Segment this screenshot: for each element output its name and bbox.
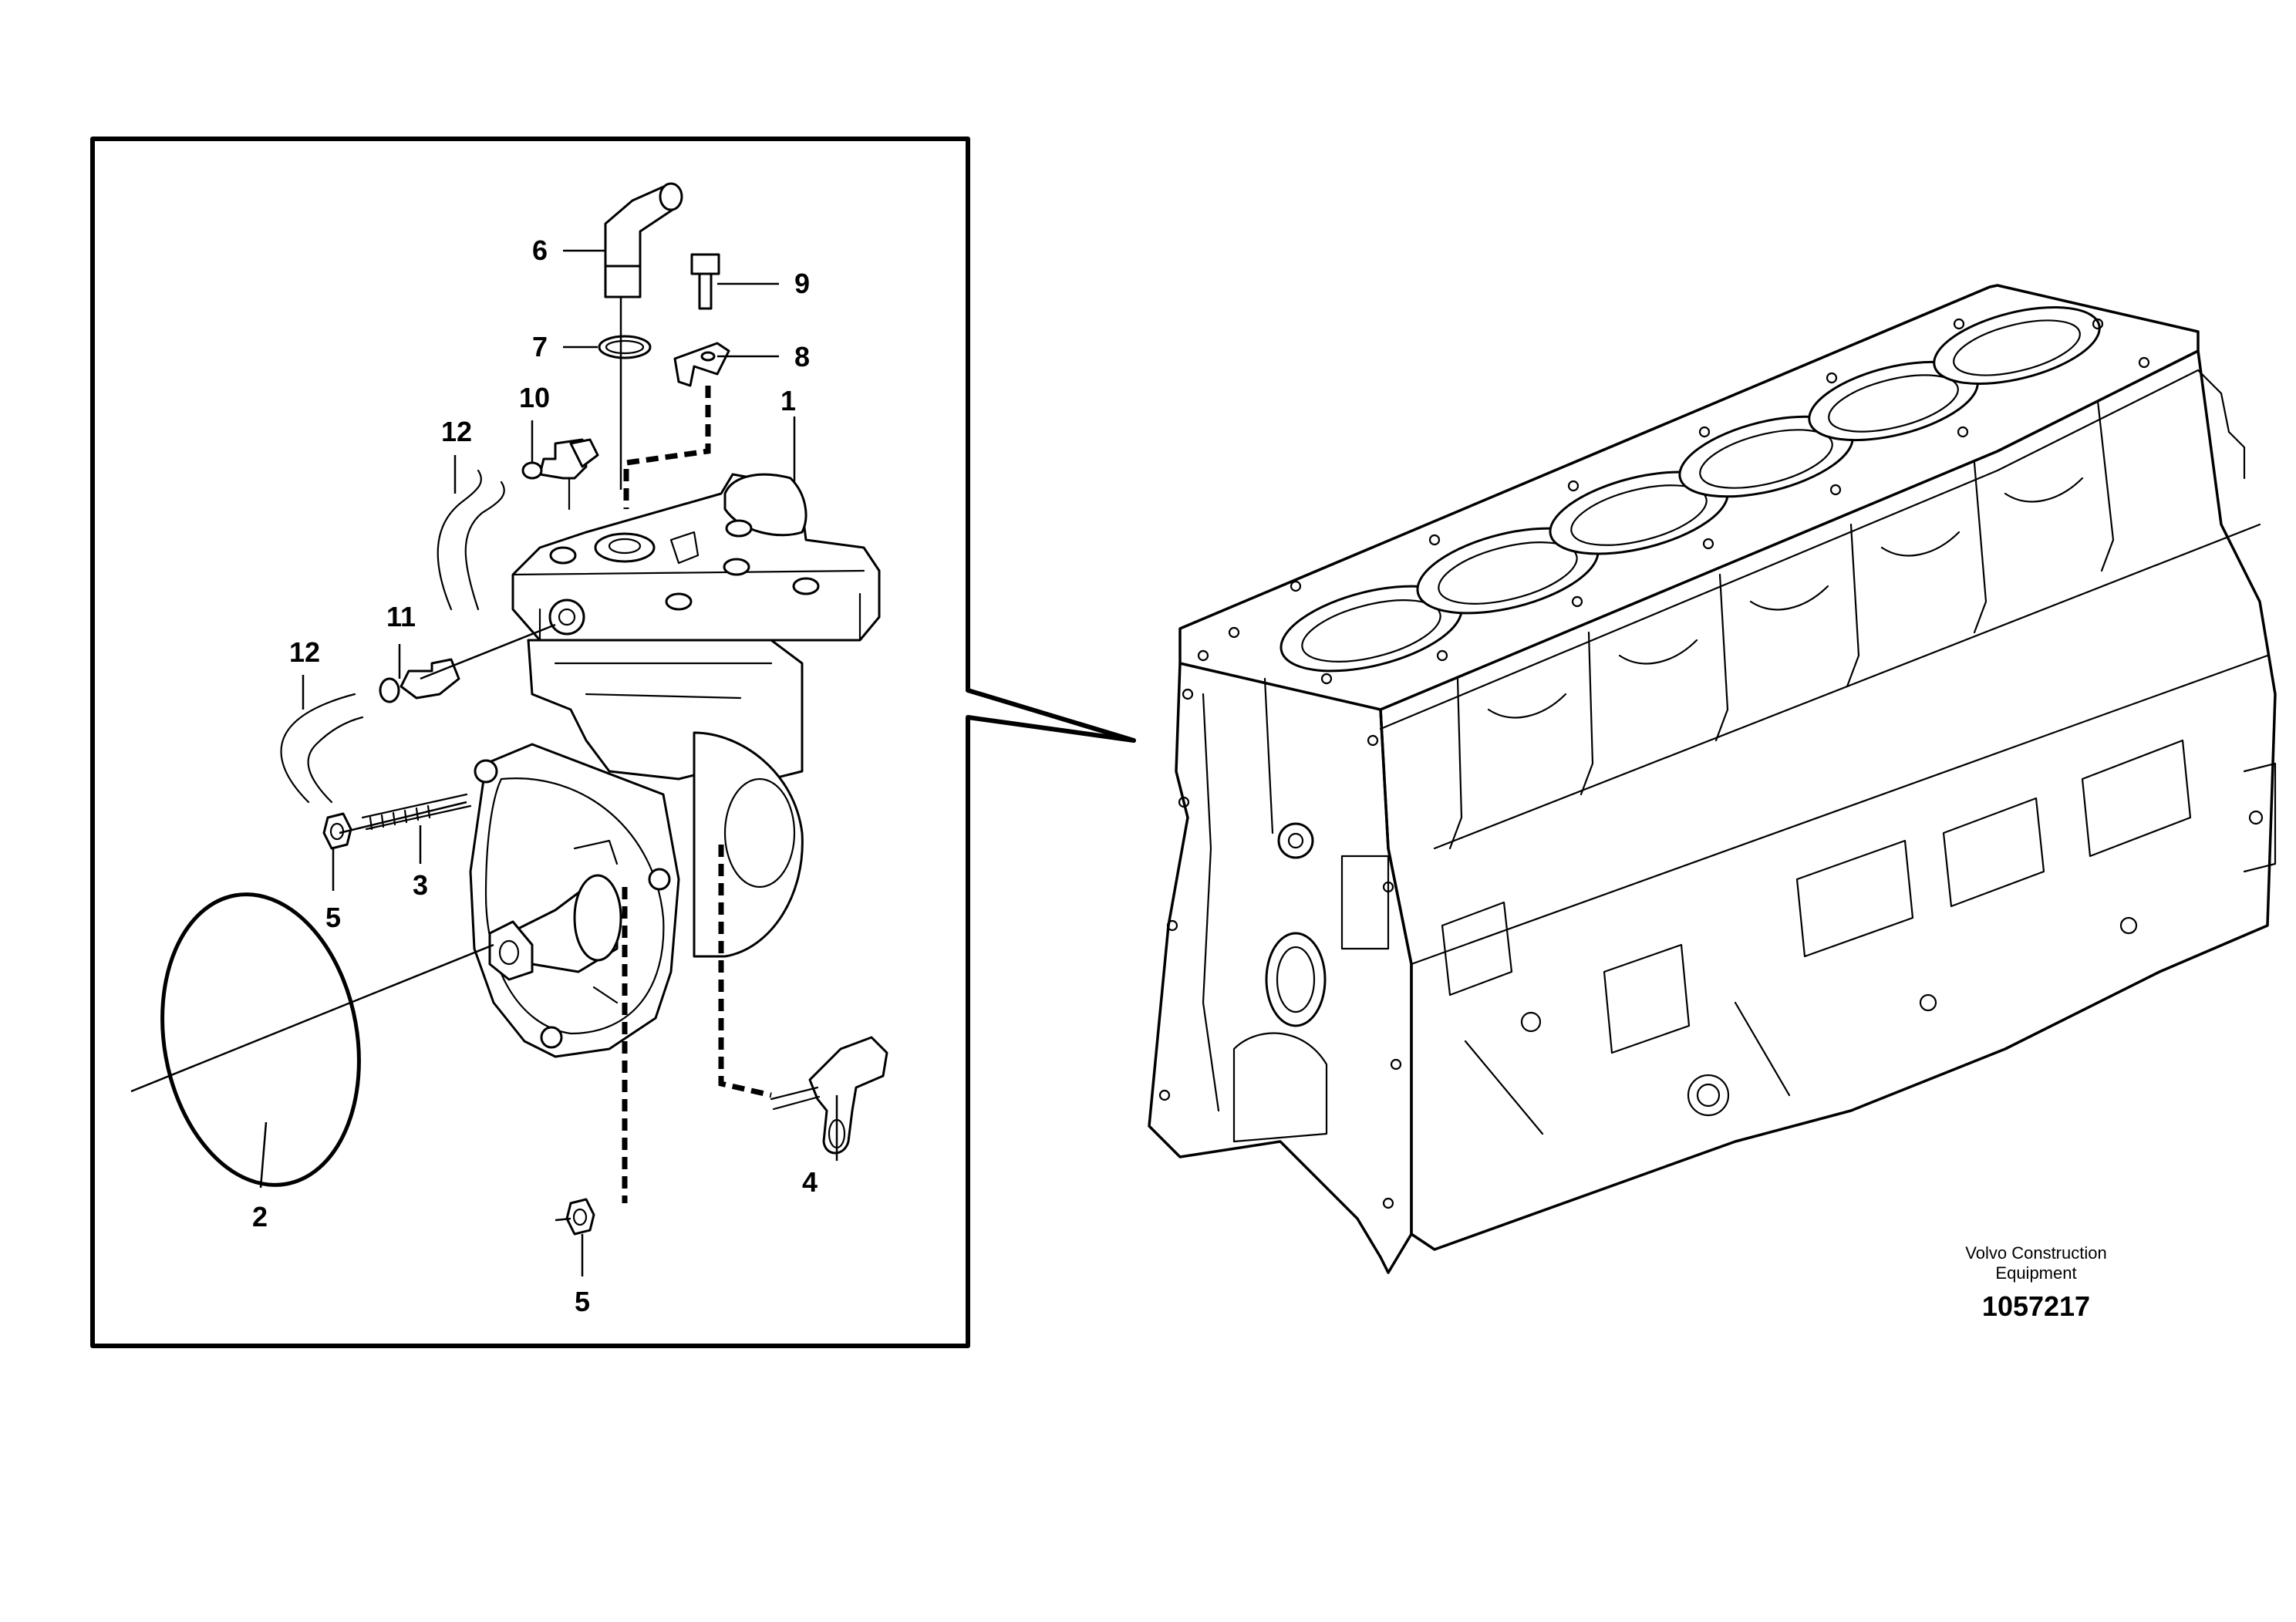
callout-12-upper: 12: [441, 416, 472, 447]
side-ribs: [1448, 400, 2115, 850]
callout-leaders: [259, 249, 838, 1276]
callout-labels: 1 2 3 4 5 5 6 7 8 9 10 11 12 12: [252, 234, 818, 1317]
nut-5-lower: [565, 1198, 595, 1236]
rear-end-details: [2197, 369, 2277, 873]
deck-bolt-holes: [1197, 318, 2150, 685]
callout-10: 10: [519, 382, 550, 413]
coolant-elbow-fitting: [604, 182, 683, 298]
company-name-line1: Volvo Construction: [1965, 1243, 2106, 1263]
elbow-connector-10: [521, 438, 599, 511]
callout-2: 2: [252, 1201, 268, 1233]
hose-12-lower: [280, 693, 364, 804]
callout-7: 7: [532, 331, 548, 363]
callout-6: 6: [532, 234, 548, 266]
assembly-lines: [130, 297, 772, 1222]
nipple-11: [379, 658, 460, 703]
callout-3: 3: [413, 869, 428, 901]
nut-5-upper: [322, 812, 352, 850]
lower-side-details: [1441, 739, 2192, 1135]
stud-3: [361, 793, 472, 831]
callout-1: 1: [781, 385, 796, 416]
company-name-line2: Equipment: [1995, 1263, 2076, 1283]
callout-5-lower: 5: [575, 1286, 590, 1317]
callout-4: 4: [802, 1166, 818, 1198]
callout-8: 8: [794, 341, 810, 373]
document-number: 1057217: [1982, 1290, 2090, 1322]
air-compressor: [469, 473, 881, 1058]
bracket-4: [770, 1036, 888, 1155]
front-face-details: [1158, 677, 1402, 1209]
engine-block: [1148, 284, 2277, 1274]
cylinder-bores: [1279, 306, 2101, 673]
detail-frame: [90, 137, 1136, 1348]
callout-11: 11: [386, 601, 416, 632]
callout-5-upper: 5: [325, 902, 341, 933]
o-ring-2: [160, 892, 361, 1187]
o-ring-7: [598, 335, 652, 359]
clamp-8: [673, 342, 730, 387]
callout-12-lower: 12: [289, 636, 320, 668]
callout-9: 9: [794, 268, 810, 299]
hose-12-upper: [437, 469, 505, 611]
publisher-credit: Volvo Construction Equipment 1057217: [1965, 1243, 2106, 1322]
screw-9: [690, 253, 720, 310]
